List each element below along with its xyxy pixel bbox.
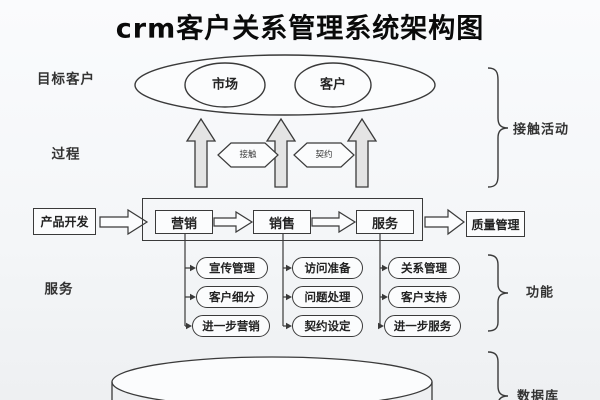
contact-activities-label: 接触活动 — [512, 122, 570, 138]
up-arrow-service — [346, 117, 378, 188]
contact-label: 接触 — [239, 149, 257, 160]
customer-ellipse — [294, 62, 372, 108]
contract-label: 契约 — [315, 149, 333, 160]
func-service-2: 客户支持 — [388, 286, 460, 308]
func-sales-2: 问题处理 — [292, 286, 363, 308]
market-label: 市场 — [211, 77, 239, 93]
func-marketing-2: 客户细分 — [196, 286, 268, 308]
customer-label: 客户 — [319, 77, 347, 93]
arrow-marketing-to-sales — [213, 210, 254, 234]
up-arrow-marketing — [185, 117, 217, 188]
func-sales-1: 访问准备 — [292, 257, 363, 279]
functions-label: 功能 — [525, 285, 555, 301]
arrow-productdev-to-marketing — [99, 208, 149, 236]
database-label: 数据库 — [516, 389, 560, 400]
target-group-ellipse — [134, 54, 436, 116]
arrow-sales-to-service — [311, 210, 357, 234]
func-sales-3: 契约设定 — [292, 315, 363, 337]
contract-hexagon — [293, 142, 355, 168]
product-dev-box: 产品开发 — [33, 208, 96, 235]
brace-contact-activities — [487, 67, 509, 188]
arrow-service-to-quality — [424, 208, 465, 236]
row-label-targets: 目标客户 — [37, 71, 95, 88]
flow-container-box — [142, 198, 423, 241]
sales-box: 销售 — [253, 210, 311, 234]
market-ellipse — [184, 62, 266, 108]
up-arrow-sales — [265, 117, 297, 188]
database-cylinder — [111, 356, 433, 400]
func-marketing-1: 宣传管理 — [196, 257, 268, 279]
brace-functions — [487, 254, 509, 332]
contact-hexagon — [217, 142, 279, 168]
page-title: crm客户关系管理系统架构图 — [115, 13, 485, 45]
brace-database — [487, 351, 509, 400]
connector-lines — [184, 234, 383, 327]
quality-box: 质量管理 — [466, 211, 525, 237]
marketing-box: 营销 — [155, 210, 213, 234]
row-label-service: 服务 — [44, 281, 74, 298]
func-marketing-3: 进一步营销 — [192, 315, 270, 337]
func-service-1: 关系管理 — [388, 257, 460, 279]
row-label-process: 过程 — [51, 146, 81, 163]
connector-arrowheads — [186, 264, 388, 330]
service-box: 服务 — [356, 210, 414, 234]
func-service-3: 进一步服务 — [384, 315, 461, 337]
